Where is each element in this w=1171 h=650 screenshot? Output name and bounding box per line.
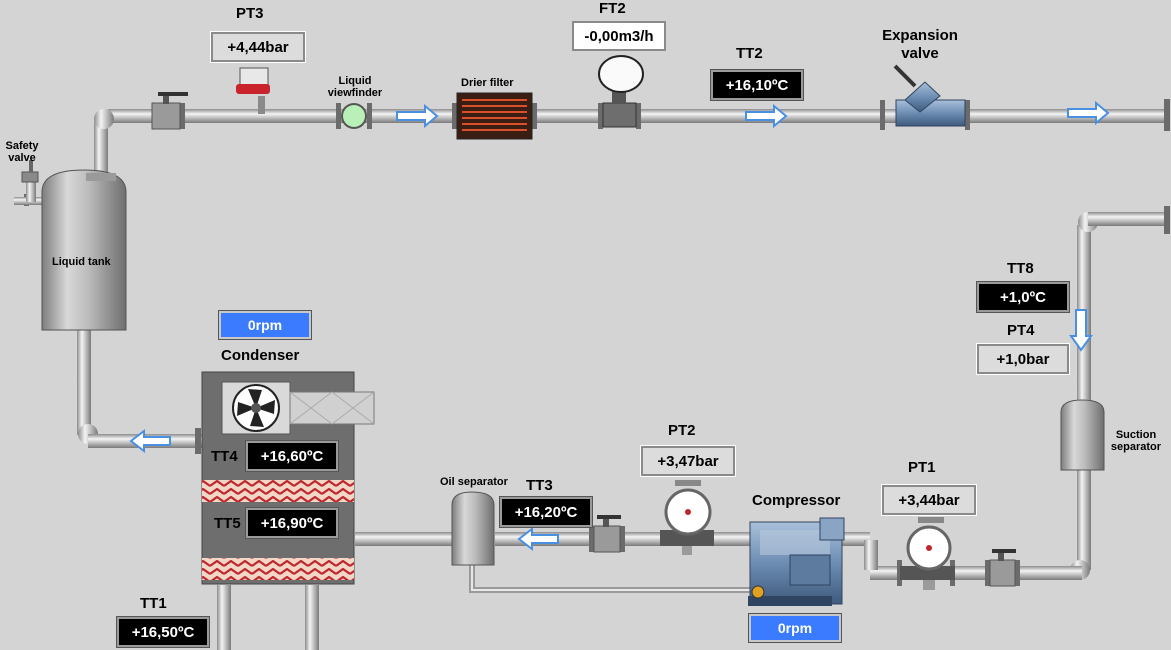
ball-valve-icon xyxy=(989,549,1016,587)
label-tt3: TT3 xyxy=(526,477,553,494)
flow-arrow-icon xyxy=(745,103,788,129)
label-drier-filter: Drier filter xyxy=(461,77,514,89)
readout-ft2: -0,00m3/h xyxy=(572,21,666,51)
label-tt5: TT5 xyxy=(214,515,241,532)
oil-separator-icon xyxy=(451,491,495,566)
readout-tt4: +16,60ºC xyxy=(245,440,339,472)
pressure-gauge-pt2-icon xyxy=(660,480,714,555)
flow-arrow-icon xyxy=(517,526,559,552)
flow-arrow-icon xyxy=(1067,100,1110,126)
readout-tt1: +16,50ºC xyxy=(116,616,210,648)
drier-filter-icon xyxy=(456,92,533,140)
label-tt4: TT4 xyxy=(211,448,238,465)
label-condenser: Condenser xyxy=(221,347,300,364)
pressure-transmitter-pt3-icon xyxy=(236,67,270,114)
flow-arrows xyxy=(129,100,1110,552)
label-compressor: Compressor xyxy=(752,492,841,509)
pressure-gauge-pt1-icon xyxy=(900,517,955,590)
readout-tt2: +16,10ºC xyxy=(710,69,804,101)
label-pt3: PT3 xyxy=(236,5,264,22)
label-tt2: TT2 xyxy=(736,45,763,62)
flow-arrow-icon xyxy=(129,428,171,454)
label-expansion-valve: Expansion valve xyxy=(882,27,958,62)
readout-pt1: +3,44bar xyxy=(881,484,977,516)
flow-transmitter-ft2-icon xyxy=(598,55,644,128)
ball-valve-icon xyxy=(593,515,621,553)
condenser-fan-speed-button[interactable]: 0rpm xyxy=(218,310,312,340)
label-tt1: TT1 xyxy=(140,595,167,612)
compressor-icon xyxy=(748,517,845,606)
flow-arrow-icon xyxy=(396,103,439,129)
label-liquid-viewfinder: Liquid viewfinder xyxy=(327,75,383,99)
label-oil-separator: Oil separator xyxy=(440,476,508,488)
label-liquid-tank: Liquid tank xyxy=(52,256,111,268)
readout-tt3: +16,20ºC xyxy=(499,496,593,528)
label-pt2: PT2 xyxy=(668,422,696,439)
suction-separator-icon xyxy=(1060,399,1105,471)
label-safety-valve: Safety valve xyxy=(5,140,39,164)
flow-arrow-icon xyxy=(1069,309,1093,352)
label-suction-separator: Suction separator xyxy=(1110,429,1162,453)
liquid-viewfinder-icon xyxy=(341,103,367,129)
readout-tt8: +1,0ºC xyxy=(976,281,1070,313)
ball-valve-icon xyxy=(151,92,188,130)
readout-pt4: +1,0bar xyxy=(976,343,1070,375)
readout-tt5: +16,90ºC xyxy=(245,507,339,539)
label-ft2: FT2 xyxy=(599,0,626,17)
condenser xyxy=(201,371,375,585)
label-tt8: TT8 xyxy=(1007,260,1034,277)
safety-valve-icon xyxy=(14,160,42,205)
readout-pt2: +3,47bar xyxy=(640,445,736,477)
readout-pt3: +4,44bar xyxy=(210,31,306,63)
compressor-speed-button[interactable]: 0rpm xyxy=(748,613,842,643)
label-pt4: PT4 xyxy=(1007,322,1035,339)
label-pt1: PT1 xyxy=(908,459,936,476)
expansion-valve-icon xyxy=(893,64,966,127)
liquid-tank xyxy=(41,169,127,331)
